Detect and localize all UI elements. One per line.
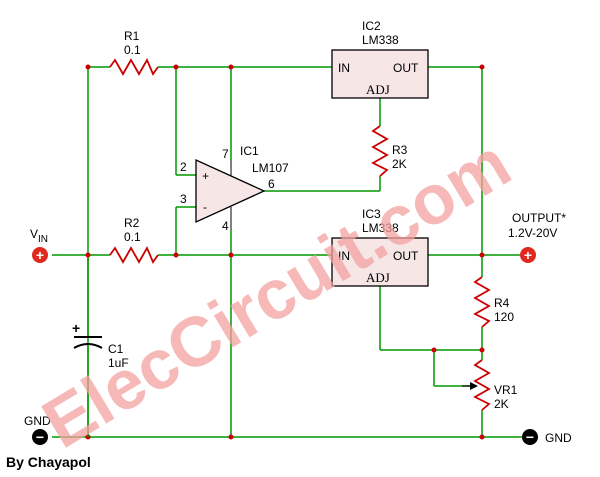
r3-name: R3 (392, 143, 408, 157)
output-terminal-symbol: + (524, 247, 532, 263)
ic1-plus: + (202, 169, 209, 183)
ic2-in: IN (338, 61, 350, 75)
ic3-in: IN (338, 249, 350, 263)
ic1-pin6: 6 (268, 177, 275, 191)
r2-value: 0.1 (124, 230, 141, 244)
ic3-adj: ADJ (366, 270, 390, 285)
vin-label: VIN (30, 227, 48, 245)
ic2-name: IC2 (362, 19, 381, 33)
r1-name: R1 (124, 29, 140, 43)
r1-value: 0.1 (124, 43, 141, 57)
c1-polarity: + (72, 320, 80, 336)
output-range: 1.2V-20V (508, 226, 557, 240)
wiper-arrow-icon (470, 382, 478, 390)
terminal-vin: + VIN (30, 227, 48, 263)
ic3-out: OUT (393, 249, 419, 263)
output-label: OUTPUT* (512, 211, 566, 225)
terminal-gnd-right: − GND (522, 429, 572, 445)
ic2-adj: ADJ (366, 82, 390, 97)
c1-name: C1 (108, 342, 124, 356)
terminal-gnd-left: − GND (24, 414, 51, 445)
ic3-part: LM338 (362, 221, 399, 235)
ic1-name: IC1 (240, 144, 259, 158)
r3-value: 2K (392, 157, 407, 171)
r2-name: R2 (124, 216, 140, 230)
ic1-pin7: 7 (222, 147, 229, 161)
c1-value: 1uF (108, 356, 129, 370)
r4-name: R4 (494, 296, 510, 310)
ic1-part: LM107 (252, 161, 289, 175)
gnd-left-terminal-symbol: − (36, 429, 44, 445)
ic3-name: IC3 (362, 207, 381, 221)
ic1-minus: - (203, 200, 207, 214)
resistor-r2: R2 0.1 (109, 216, 159, 264)
resistor-r3: R3 2K (371, 125, 408, 177)
ic1-pin4: 4 (222, 219, 229, 233)
regulator-ic2: IC2 LM338 IN OUT ADJ (331, 19, 429, 99)
vin-label-sub: IN (38, 234, 48, 245)
ic1-pin3: 3 (180, 192, 187, 206)
vin-label-main: V (30, 227, 38, 241)
vin-terminal-symbol: + (36, 247, 44, 263)
resistor-r4: R4 120 (473, 276, 514, 328)
r4-value: 120 (494, 310, 514, 324)
vr1-name: VR1 (494, 383, 518, 397)
author-credit: By Chayapol (6, 454, 91, 470)
vr1-value: 2K (494, 397, 509, 411)
regulator-ic3: IC3 LM338 IN OUT ADJ (331, 207, 429, 287)
gnd-right-terminal-symbol: − (526, 429, 534, 445)
ic2-part: LM338 (362, 33, 399, 47)
capacitor-c1: + C1 1uF (72, 320, 129, 437)
ic2-out: OUT (393, 61, 419, 75)
junction-dots (85, 64, 485, 440)
gnd-left-label: GND (24, 414, 51, 428)
opamp-ic1: + - 2 3 7 4 6 IC1 LM107 (180, 144, 289, 233)
ic1-pin2: 2 (180, 160, 187, 174)
gnd-right-label: GND (545, 431, 572, 445)
terminal-output: + OUTPUT* 1.2V-20V (508, 211, 566, 263)
resistor-r1: R1 0.1 (109, 29, 159, 76)
potentiometer-vr1: VR1 2K (462, 359, 518, 411)
